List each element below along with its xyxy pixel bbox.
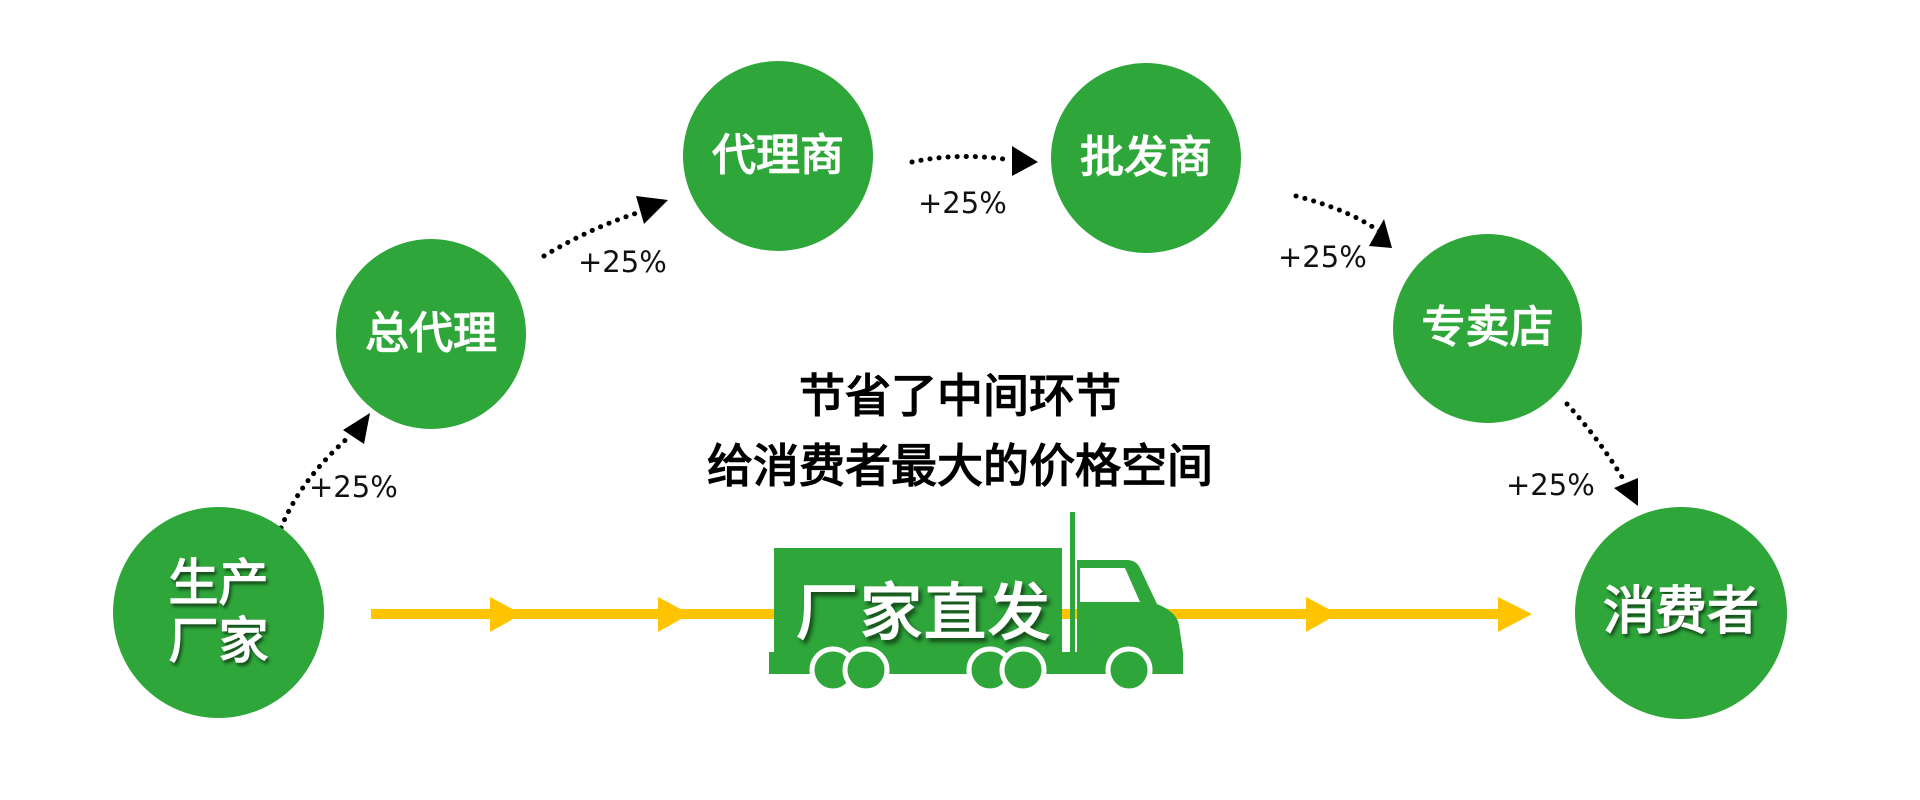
node-consumer: 消费者 bbox=[1575, 507, 1787, 719]
dotted-arrow-4 bbox=[1293, 193, 1383, 235]
node-label: 消费者 bbox=[1602, 582, 1759, 643]
headline-line1: 节省了中间环节 bbox=[799, 369, 1121, 423]
headline-line2: 给消费者最大的价格空间 bbox=[707, 439, 1213, 493]
node-agent: 代理商 bbox=[683, 61, 873, 251]
truck-label: 厂家直发 bbox=[796, 576, 1053, 649]
node-manufacturer: 生产 厂家 bbox=[113, 507, 324, 718]
node-wholesaler: 批发商 bbox=[1051, 63, 1241, 253]
dotted-arrow-1 bbox=[278, 433, 353, 531]
markup-label-1: +25% bbox=[309, 470, 398, 504]
dotted-arrow-5 bbox=[1564, 401, 1628, 485]
arrowhead-2-icon bbox=[636, 196, 668, 224]
node-label: 批发商 bbox=[1080, 131, 1212, 183]
node-manufacturer-line1: 生产 bbox=[168, 554, 269, 612]
dotted-arrow-3 bbox=[909, 153, 1013, 165]
node-manufacturer-line2: 厂家 bbox=[168, 611, 269, 670]
arrowhead-1-icon bbox=[343, 413, 370, 444]
arrowhead-4-icon bbox=[1369, 219, 1392, 248]
markup-label-3: +25% bbox=[918, 186, 1007, 220]
markup-label-2: +25% bbox=[578, 245, 667, 279]
node-label: 代理商 bbox=[712, 129, 844, 181]
markup-label-5: +25% bbox=[1506, 468, 1595, 502]
arrowhead-5-icon bbox=[1614, 478, 1638, 506]
node-general-agent: 总代理 bbox=[336, 239, 526, 429]
dotted-arrow-2 bbox=[541, 209, 643, 259]
markup-label-4: +25% bbox=[1278, 240, 1367, 274]
arrowhead-3-icon bbox=[1012, 146, 1038, 176]
node-label: 总代理 bbox=[365, 307, 497, 359]
node-specialty-store: 专卖店 bbox=[1393, 234, 1582, 423]
node-label: 专卖店 bbox=[1421, 302, 1554, 354]
